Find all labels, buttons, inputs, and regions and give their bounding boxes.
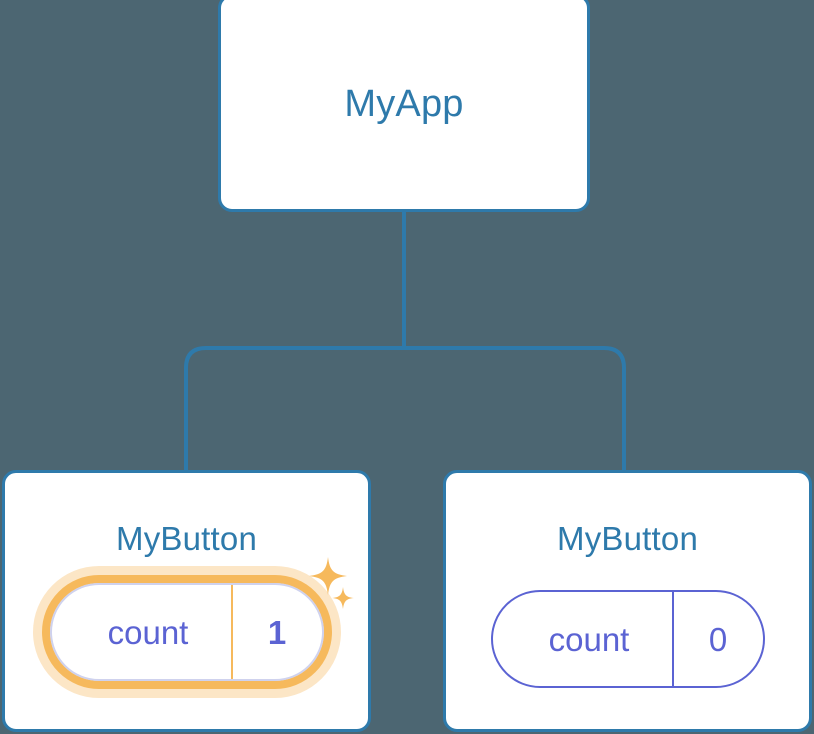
state-pill-normal[interactable]: count 0 [490, 590, 765, 688]
connector-branch-right [404, 346, 626, 472]
state-name: count [107, 613, 189, 651]
highlight-ring [41, 575, 332, 689]
node-title: MyButton [557, 520, 698, 557]
state-pill[interactable]: count 1 [49, 583, 324, 681]
node-title: MyButton [116, 520, 257, 557]
state-pill[interactable]: count 0 [490, 590, 765, 688]
state-name: count [548, 620, 630, 658]
node-title: MyApp [344, 83, 464, 125]
state-value: 0 [671, 592, 763, 686]
state-pill-highlighted[interactable]: count 1 [32, 557, 354, 698]
node-myapp[interactable]: MyApp [218, 0, 590, 212]
node-mybutton-left[interactable]: MyButton count 1 [2, 470, 371, 732]
connector-branch-left [184, 346, 404, 472]
node-mybutton-right[interactable]: MyButton count 0 [443, 470, 812, 732]
state-value: 1 [230, 585, 322, 679]
